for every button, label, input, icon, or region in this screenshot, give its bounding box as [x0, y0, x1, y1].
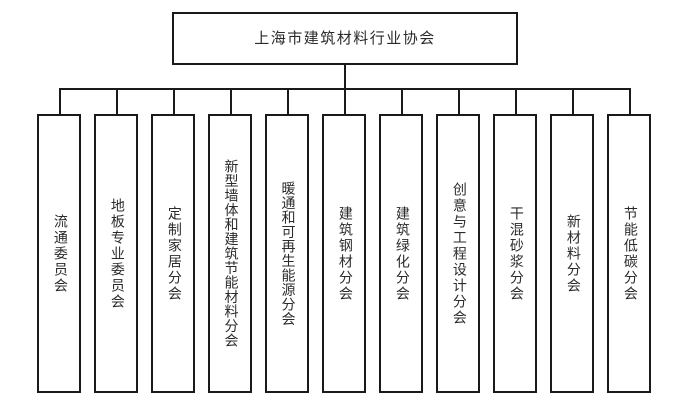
- child-node-4[interactable]: 新型墙体和建筑节能材料分会: [208, 114, 252, 393]
- child-node-label-5: 暖通和可再生能源分会: [279, 181, 296, 326]
- child-node-5[interactable]: 暖通和可再生能源分会: [265, 114, 309, 393]
- child-node-label-4: 新型墙体和建筑节能材料分会: [222, 159, 239, 348]
- drop-line-3: [173, 88, 175, 115]
- child-node-label-11: 节能低碳分会: [621, 205, 638, 302]
- child-node-label-8: 创意与工程设计分会: [450, 181, 467, 326]
- child-node-label-9: 干混砂浆分会: [507, 205, 524, 302]
- child-node-8[interactable]: 创意与工程设计分会: [436, 114, 480, 393]
- drop-line-4: [230, 88, 232, 115]
- drop-line-5: [287, 88, 289, 115]
- child-node-11[interactable]: 节能低碳分会: [607, 114, 651, 393]
- child-node-label-3: 定制家居分会: [165, 205, 182, 302]
- drop-line-7: [401, 88, 403, 115]
- child-node-label-10: 新材料分会: [564, 213, 581, 294]
- child-node-2[interactable]: 地板专业委员会: [94, 114, 138, 393]
- child-node-label-7: 建筑绿化分会: [393, 205, 410, 302]
- drop-line-2: [116, 88, 118, 115]
- drop-line-11: [629, 88, 631, 115]
- child-node-label-6: 建筑钢材分会: [336, 205, 353, 302]
- child-node-7[interactable]: 建筑绿化分会: [379, 114, 423, 393]
- child-node-6[interactable]: 建筑钢材分会: [322, 114, 366, 393]
- child-node-label-1: 流通委员会: [51, 213, 68, 294]
- root-node[interactable]: 上海市建筑材料行业协会: [172, 12, 518, 65]
- drop-line-9: [515, 88, 517, 115]
- drop-line-6: [344, 88, 346, 115]
- child-node-10[interactable]: 新材料分会: [550, 114, 594, 393]
- child-node-9[interactable]: 干混砂浆分会: [493, 114, 537, 393]
- drop-line-1: [59, 88, 61, 115]
- root-stem-line: [344, 65, 346, 89]
- drop-line-8: [458, 88, 460, 115]
- child-node-label-2: 地板专业委员会: [108, 197, 125, 310]
- drop-line-10: [572, 88, 574, 115]
- child-node-3[interactable]: 定制家居分会: [151, 114, 195, 393]
- root-node-label: 上海市建筑材料行业协会: [254, 29, 436, 47]
- child-node-1[interactable]: 流通委员会: [37, 114, 81, 393]
